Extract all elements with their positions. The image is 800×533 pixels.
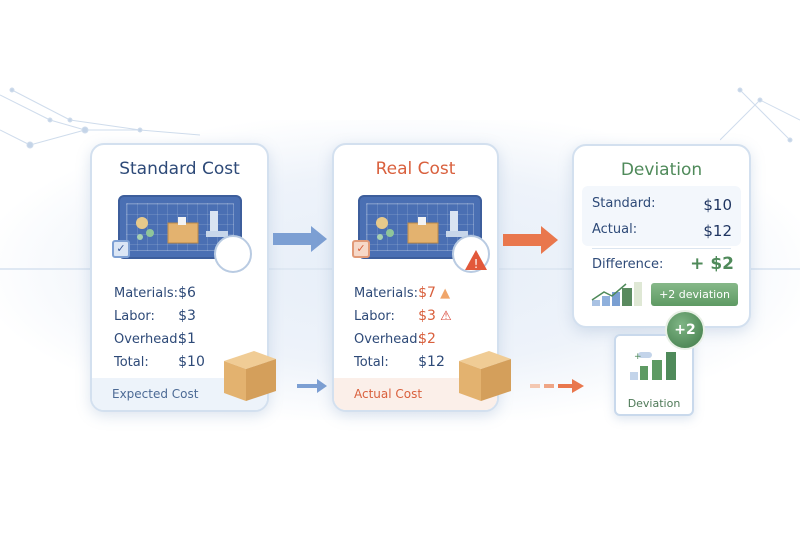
- mini-deviation-label: Deviation: [627, 397, 681, 410]
- deviation-card: Deviation Standard:$10 Actual:$12 Differ…: [572, 144, 751, 328]
- real-row-labor: Labor: $3 ⚠: [354, 308, 452, 324]
- standard-row-overhead: Overhead: $1: [114, 331, 196, 347]
- deviation-badge: +2: [665, 310, 705, 350]
- standard-row-total: Total: $10: [114, 354, 205, 370]
- svg-text:+: +: [634, 352, 642, 362]
- bar-chart-icon: +: [630, 352, 676, 380]
- checkbox-icon: ✓: [352, 240, 370, 258]
- deviation-bar: +2 deviation: [651, 283, 738, 306]
- checkbox-icon: ✓: [112, 240, 130, 258]
- arrow-up-icon: ▲: [440, 286, 451, 301]
- divider: [592, 248, 731, 249]
- deviation-row-actual: Actual:$12: [592, 222, 732, 240]
- real-row-overhead: Overhead: $2: [354, 331, 436, 347]
- network-pattern-left: [0, 87, 201, 149]
- trend-chart-icon: [591, 282, 642, 306]
- svg-text:!: !: [474, 257, 479, 271]
- deviation-title: Deviation: [620, 160, 703, 180]
- warning-icon: ⚠: [440, 309, 452, 324]
- standard-cost-card: Standard Cost ✓ Materials: $6 Labor: $3 …: [90, 143, 269, 412]
- real-cost-title: Real Cost: [375, 159, 456, 179]
- deviation-row-difference: Difference:+ $2: [592, 254, 734, 274]
- warning-badge-icon: !: [452, 235, 490, 273]
- network-pattern-right: [720, 87, 800, 143]
- package-box-icon: [224, 351, 276, 401]
- standard-row-materials: Materials: $6: [114, 285, 196, 301]
- arrow-right-icon: [503, 226, 558, 254]
- arrow-right-icon: [297, 379, 327, 393]
- dashed-arrow-right-icon: [530, 379, 584, 393]
- dashboard-illustration-icon: [118, 195, 242, 259]
- deviation-inner-panel: [582, 186, 741, 246]
- deviation-row-standard: Standard:$10: [592, 196, 732, 214]
- real-row-total: Total: $12: [354, 354, 445, 370]
- arrow-right-icon: [273, 226, 327, 252]
- chart-badge-icon: [214, 235, 252, 273]
- package-box-icon: [459, 351, 511, 401]
- standard-cost-title: Standard Cost: [119, 159, 240, 179]
- real-row-materials: Materials: $7 ▲: [354, 285, 451, 301]
- standard-row-labor: Labor: $3: [114, 308, 196, 324]
